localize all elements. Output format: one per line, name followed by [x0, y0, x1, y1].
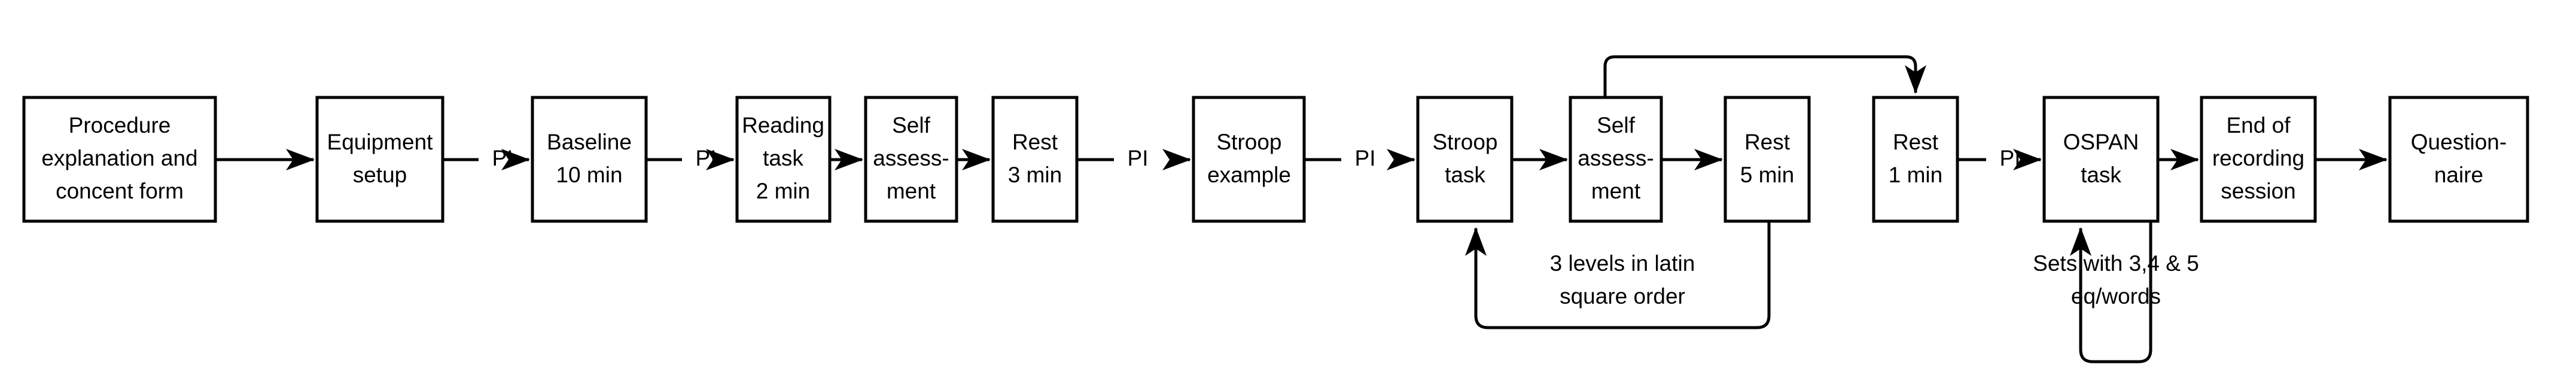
node-reading-task: Reading task 2 min — [735, 96, 832, 223]
edge-selfloop-ospan-task — [2070, 222, 2152, 363]
node-label-line: Stroop — [1432, 130, 1497, 154]
annotation-line: 3 levels in latin — [1550, 251, 1695, 276]
node-label-line: task — [763, 146, 803, 170]
node-label-line: ment — [887, 179, 936, 203]
node-label-line: assess- — [873, 146, 949, 170]
edge-label-pi: PI — [492, 146, 513, 170]
node-rest-3min: Rest 3 min — [991, 96, 1079, 223]
node-label-line: Self — [1597, 113, 1635, 138]
edge-label-pi: PI — [1128, 146, 1149, 170]
node-baseline: Baseline 10 min — [531, 96, 648, 223]
node-box-equipment-setup — [315, 96, 444, 223]
node-label-line: 5 min — [1740, 163, 1794, 187]
node-label-line: Rest — [1012, 130, 1058, 154]
edge-label-pi: PI — [2000, 146, 2021, 170]
node-label-line: assess- — [1578, 146, 1654, 170]
node-ospan-task: OSPAN task — [2042, 96, 2160, 223]
node-box-ospan-task — [2042, 96, 2160, 223]
edge-loop-rest5-to-strooptask — [1465, 222, 1771, 329]
node-label-line: 1 min — [1889, 163, 1942, 187]
node-box-questionnaire — [2388, 96, 2529, 223]
node-label-line: example — [1207, 163, 1291, 187]
annotation-line: square order — [1560, 284, 1685, 308]
node-label-line: Equipment — [327, 130, 434, 154]
node-label-line: Rest — [1893, 130, 1939, 154]
node-box-rest-5min — [1724, 96, 1811, 223]
node-box-rest-1min — [1872, 96, 1959, 223]
node-self-assessment-1: Self assess- ment — [864, 96, 958, 223]
node-label-line: task — [1445, 163, 1485, 187]
node-box-procedure-explanation — [22, 96, 217, 223]
node-end-of-recording: End of recording session — [2200, 96, 2317, 223]
node-label-line: Self — [892, 113, 930, 138]
node-label-line: Baseline — [547, 130, 632, 154]
node-label-line: session — [2221, 179, 2295, 203]
node-box-stroop-task — [1416, 96, 1514, 223]
node-label-line: Reading — [742, 113, 824, 138]
annotation-ospan-sets-note: Sets with 3,4 & 5 eq/words — [2033, 251, 2199, 308]
node-box-self-assessment-2 — [1569, 96, 1663, 223]
node-box-baseline — [531, 96, 648, 223]
node-label-line: Stroop — [1216, 130, 1281, 154]
node-procedure-explanation: Procedure explanation and concent form — [22, 96, 217, 223]
node-label-line: naire — [2434, 163, 2483, 187]
edge-curve-selfassessment2-to-rest1 — [1603, 55, 1926, 96]
node-label-line: task — [2081, 163, 2121, 187]
node-box-rest-3min — [991, 96, 1079, 223]
node-box-stroop-example — [1192, 96, 1306, 223]
node-label-line: OSPAN — [2063, 130, 2139, 154]
node-rest-5min: Rest 5 min — [1724, 96, 1811, 223]
node-label-line: Rest — [1744, 130, 1791, 154]
node-label-line: explanation and — [41, 146, 197, 170]
node-label-line: 3 min — [1008, 163, 1062, 187]
node-box-end-of-recording — [2200, 96, 2317, 223]
node-label-line: recording — [2212, 146, 2304, 170]
node-label-line: End of — [2227, 113, 2291, 138]
node-stroop-example: Stroop example — [1192, 96, 1306, 223]
annotation-latin-square-note: 3 levels in latin square order — [1550, 251, 1695, 308]
node-label-line: 10 min — [556, 163, 622, 187]
node-self-assessment-2: Self assess- ment — [1569, 96, 1663, 223]
node-label-line: concent form — [56, 179, 184, 203]
annotation-line: eq/words — [2071, 284, 2161, 308]
node-label-line: Procedure — [69, 113, 171, 138]
node-label-line: Question- — [2411, 130, 2507, 154]
node-questionnaire: Question- naire — [2388, 96, 2529, 223]
node-box-self-assessment-1 — [864, 96, 958, 223]
node-rest-1min: Rest 1 min — [1872, 96, 1959, 223]
edge-label-pi: PI — [1355, 146, 1376, 170]
annotation-line: Sets with 3,4 & 5 — [2033, 251, 2199, 276]
edge-label-pi: PI — [696, 146, 717, 170]
node-label-line: 2 min — [756, 179, 810, 203]
node-equipment-setup: Equipment setup — [315, 96, 444, 223]
node-stroop-task: Stroop task — [1416, 96, 1514, 223]
node-box-reading-task — [735, 96, 832, 223]
node-label-line: setup — [353, 163, 407, 187]
node-label-line: ment — [1591, 179, 1641, 203]
